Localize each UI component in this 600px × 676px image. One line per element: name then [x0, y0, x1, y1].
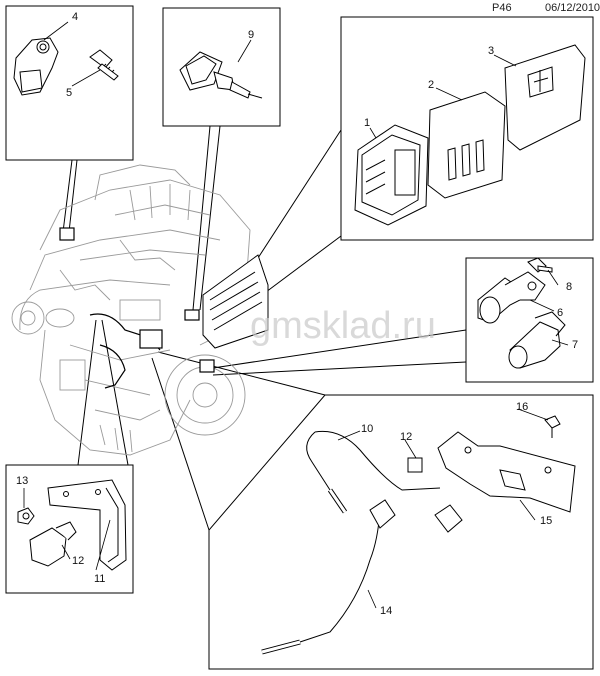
o2-bracket-part [437, 431, 576, 513]
engine-assembly [11, 164, 251, 456]
inset-cam-sensor-frame [5, 5, 134, 161]
callout-8: 8 [566, 281, 572, 293]
callout-7: 7 [572, 339, 578, 351]
callout-4: 4 [72, 11, 78, 23]
callout-3: 3 [488, 45, 494, 57]
fastener-part [17, 507, 35, 525]
callout-9: 9 [248, 29, 254, 41]
callout-2: 2 [428, 79, 434, 91]
inset-crank-sensor-frame [465, 257, 594, 383]
o2-connectors [369, 457, 463, 533]
engine-wiring-harness [59, 227, 215, 389]
callout-14: 14 [380, 605, 392, 617]
oxygen-sensor-lower [261, 509, 381, 655]
o2-bolt-part [544, 415, 561, 438]
inset-temp-sensor-frame [162, 7, 281, 127]
inset-ecm-frame [340, 16, 594, 241]
ecm-bracket-part [427, 91, 506, 199]
callout-15: 15 [540, 515, 552, 527]
page-number: P46 [492, 2, 512, 14]
cam-sensor-part [13, 37, 59, 96]
callout-6: 6 [557, 307, 563, 319]
callout-1: 1 [364, 117, 370, 129]
temp-sensor-part [179, 51, 263, 99]
crank-sensor-part [477, 271, 546, 324]
inset-oxygen-sensor-frame [208, 394, 594, 670]
bracket-part [47, 479, 127, 571]
callout-16: 16 [516, 401, 528, 413]
engine-ecm [202, 254, 269, 349]
callout-13: 13 [16, 475, 28, 487]
inset-bracket-frame [5, 464, 134, 594]
callout-5: 5 [66, 87, 72, 99]
sensor-connector-part [29, 521, 77, 567]
bolt-part [89, 49, 119, 81]
callout-12-lower: 12 [72, 555, 84, 567]
leader-lines [62, 125, 467, 531]
ecm-cover-part [504, 44, 586, 151]
callout-12-upper: 12 [400, 431, 412, 443]
position-sensor-part [508, 311, 566, 369]
ecm-module-part [354, 124, 429, 226]
watermark: gmsklad.ru [250, 305, 436, 347]
revision-date: 06/12/2010 [545, 2, 600, 14]
oxygen-sensor-upper [306, 430, 441, 514]
callout-10: 10 [361, 423, 373, 435]
callout-leaders [23, 21, 569, 609]
callout-11: 11 [94, 573, 105, 585]
